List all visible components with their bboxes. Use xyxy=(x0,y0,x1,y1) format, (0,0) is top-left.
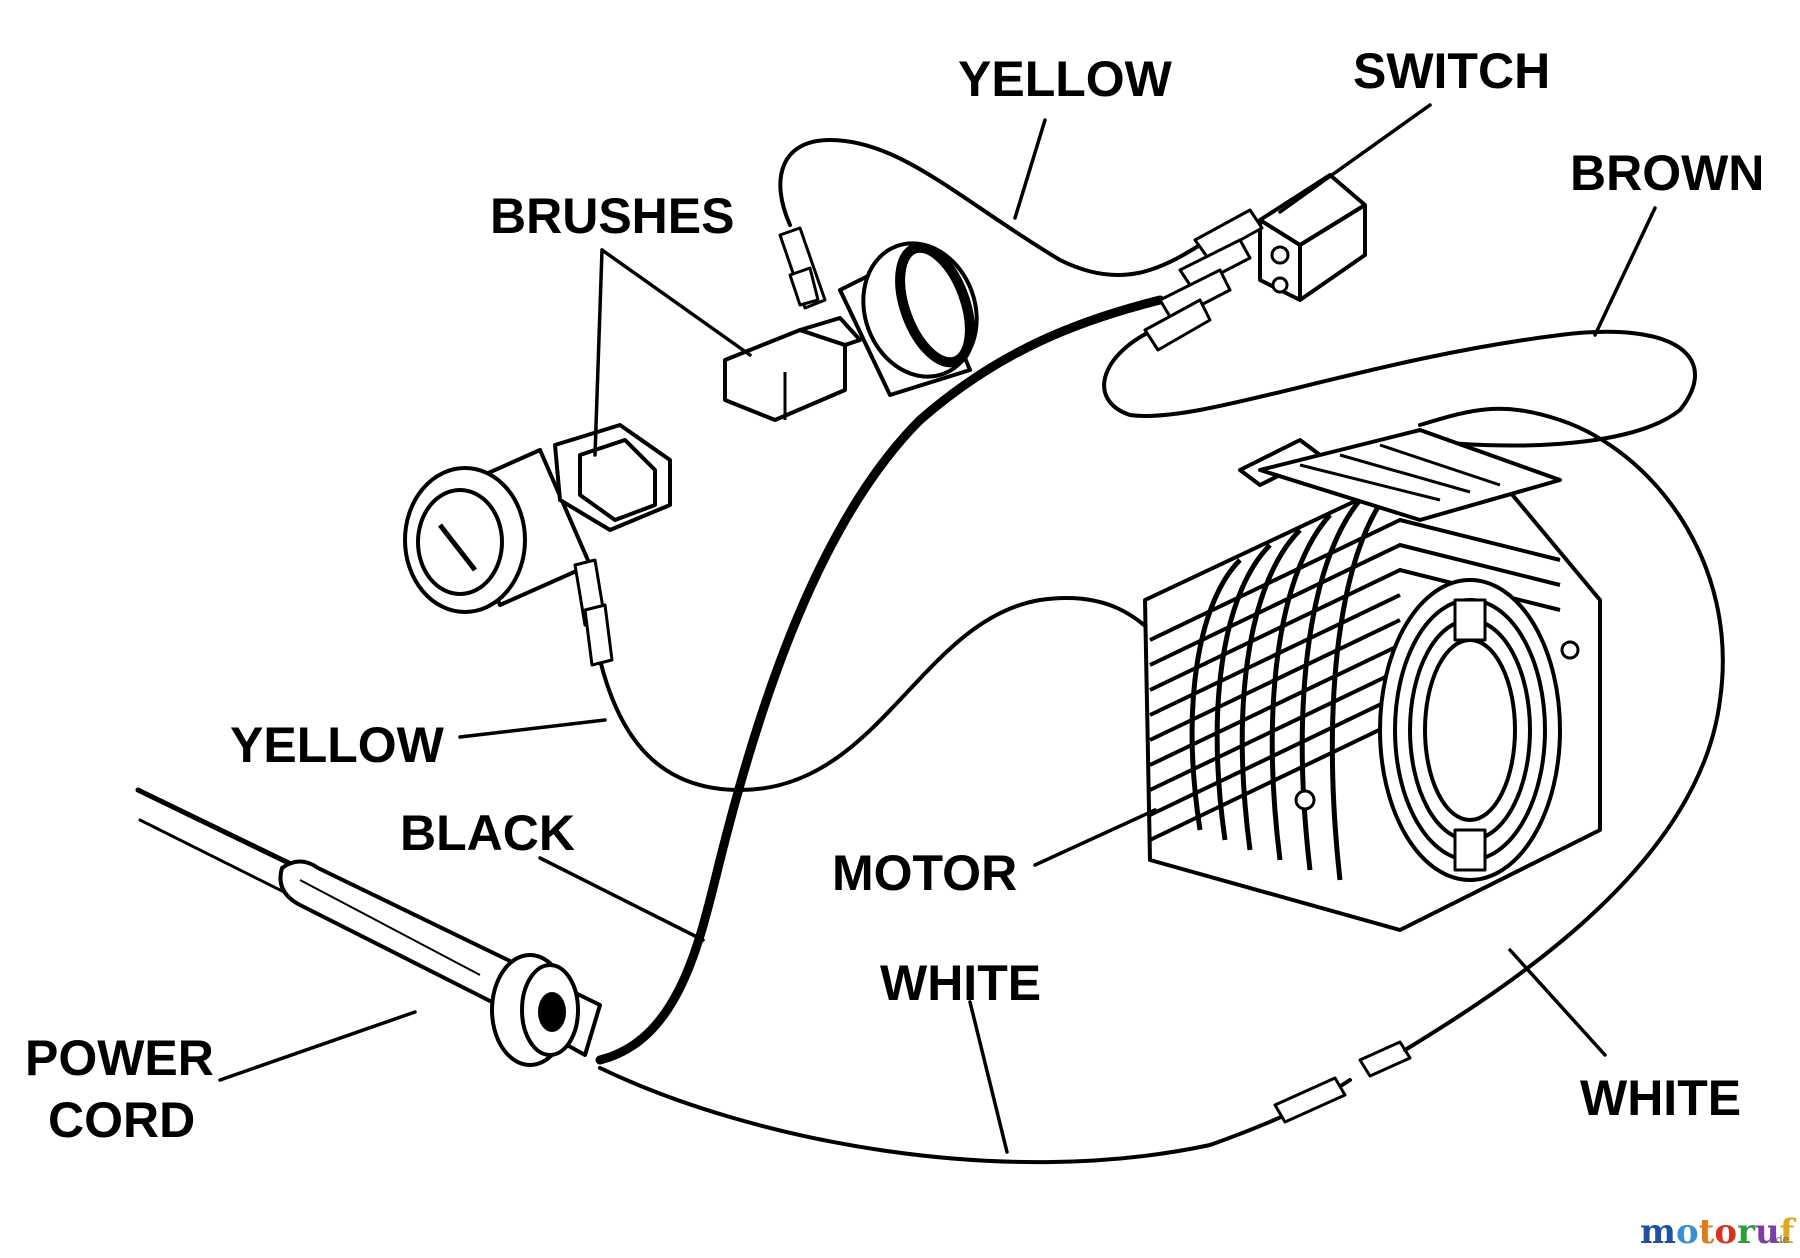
watermark-letter: t xyxy=(1699,1212,1715,1252)
label-switch: SWITCH xyxy=(1353,43,1550,99)
yellow-wire-left xyxy=(598,596,1162,792)
leader-lines xyxy=(218,103,1657,1154)
brush-lower xyxy=(403,423,672,667)
label-white-right: WHITE xyxy=(1580,1070,1741,1126)
label-yellow-top: YELLOW xyxy=(958,51,1173,107)
white-wire-bottom xyxy=(598,1066,1352,1165)
watermark-letter: o xyxy=(1714,1212,1737,1252)
watermark-letter: f xyxy=(1780,1212,1797,1252)
watermark-logo: motoruf .de xyxy=(1640,1212,1797,1252)
motor xyxy=(1143,428,1602,932)
switch xyxy=(1143,173,1367,352)
black-wire xyxy=(595,295,1165,1065)
label-white-middle: WHITE xyxy=(880,955,1041,1011)
label-power: POWER xyxy=(25,1030,214,1086)
label-black: BLACK xyxy=(400,805,575,861)
label-cord: CORD xyxy=(48,1092,195,1148)
watermark-letter: r xyxy=(1737,1212,1756,1252)
label-motor: MOTOR xyxy=(832,845,1017,901)
label-brown: BROWN xyxy=(1570,145,1764,201)
label-yellow-left: YELLOW xyxy=(230,717,445,773)
watermark-letter: o xyxy=(1676,1212,1699,1252)
white-wire-right xyxy=(1403,406,1725,1052)
white-wire-connector xyxy=(1273,1040,1412,1124)
yellow-wire-top xyxy=(778,138,1202,277)
watermark-text: motoruf xyxy=(1640,1212,1797,1252)
power-cord xyxy=(135,787,602,1067)
brush-upper xyxy=(723,226,979,422)
watermark-letter: m xyxy=(1640,1212,1676,1252)
label-brushes: BRUSHES xyxy=(490,188,734,244)
brown-wire xyxy=(1102,323,1697,448)
watermark-suffix: .de xyxy=(1772,1233,1789,1246)
watermark-letter: u xyxy=(1755,1212,1780,1252)
